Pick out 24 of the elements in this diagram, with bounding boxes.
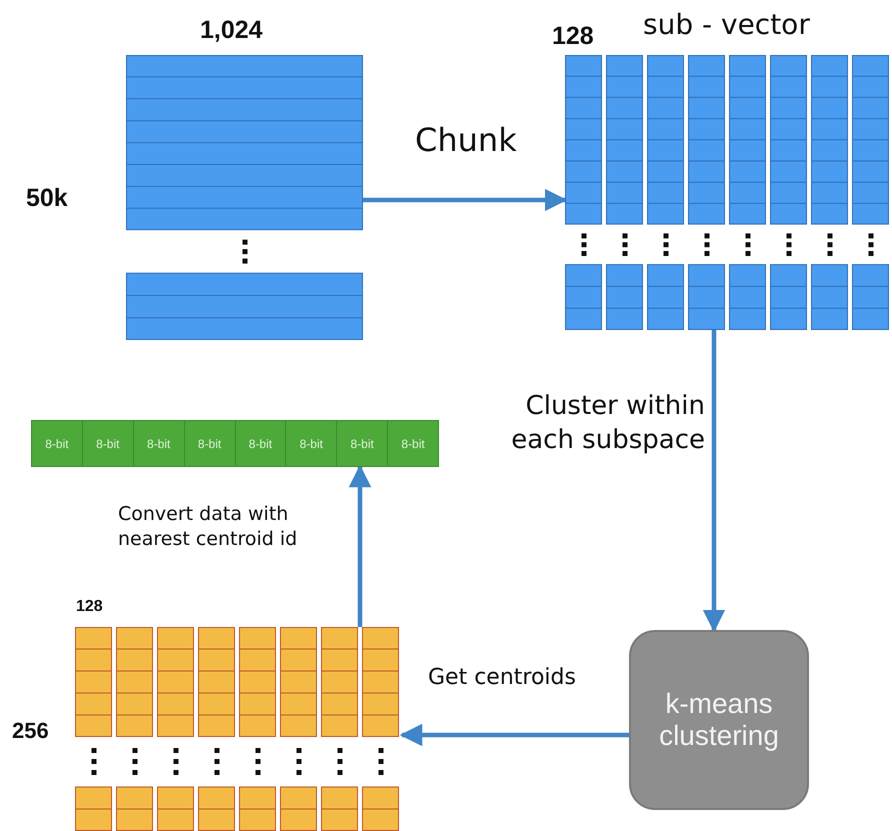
bit-label: 8-bit xyxy=(184,421,236,466)
bit-label: 8-bit xyxy=(134,421,185,466)
arrow xyxy=(348,464,372,627)
dimension-label: 128 xyxy=(76,598,103,616)
bit-label: 8-bit xyxy=(82,421,134,466)
matrix-drawing xyxy=(565,55,892,330)
dimension-label: 256 xyxy=(12,718,49,744)
dimension-label: 50k xyxy=(26,184,68,213)
bit-label: 8-bit xyxy=(400,436,426,452)
arrow xyxy=(400,724,629,746)
arrow xyxy=(363,188,568,212)
dimension-label: 128 xyxy=(552,22,594,51)
bit-label: 8-bit xyxy=(286,421,338,466)
process-box xyxy=(629,630,809,810)
code-bar xyxy=(31,420,439,467)
box-label: k-means clustering xyxy=(658,688,780,752)
bit-label: 8-bit xyxy=(337,421,388,466)
bit-label: 8-bit xyxy=(236,421,286,466)
matrix-caption: sub - vector xyxy=(643,8,810,41)
matrix-drawing xyxy=(75,627,402,831)
matrix-drawing xyxy=(126,55,363,340)
arrow xyxy=(702,330,726,632)
bit-label: 8-bit xyxy=(32,421,83,466)
dimension-label: 1,024 xyxy=(200,16,263,45)
